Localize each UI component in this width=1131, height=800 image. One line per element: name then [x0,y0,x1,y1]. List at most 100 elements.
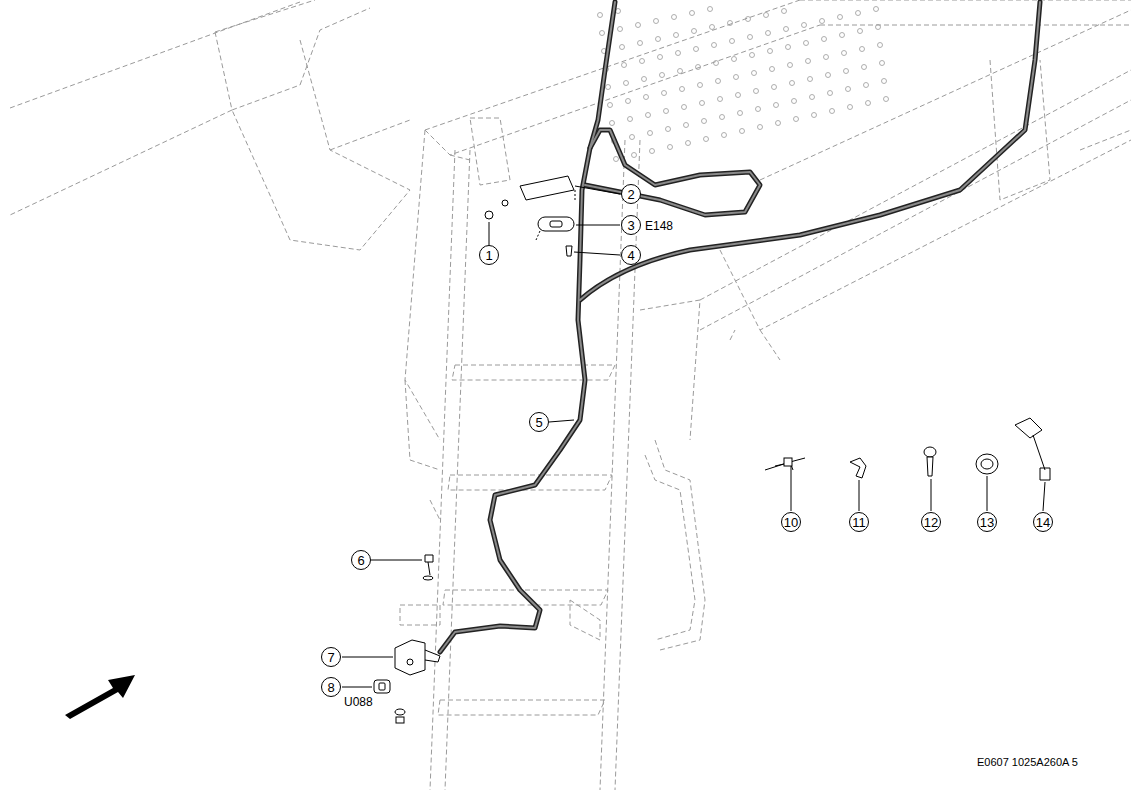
drawing-line [1043,482,1045,511]
drawing-line [425,0,1131,160]
hole [756,107,761,112]
drawing-line [987,476,988,511]
screw [425,555,433,575]
hole [856,11,861,16]
drawing-line [371,560,422,561]
hole [806,59,811,64]
hole [682,105,687,110]
hole [712,43,717,48]
drawing-line [342,687,372,688]
washer [502,200,508,206]
hole [844,69,849,74]
hole [666,127,671,132]
hole [858,29,863,34]
callout-number: 13 [977,512,997,532]
drawing-line [859,480,860,511]
callout-number: 14 [1033,512,1053,532]
bracket [395,640,440,675]
machine-outline [10,0,1131,790]
drawing-line [405,130,440,520]
hole [696,65,701,70]
hole [788,63,793,68]
hole [676,51,681,56]
hole [674,33,679,38]
hole [840,33,845,38]
hole [686,141,691,146]
callout-number: 3 [621,215,641,235]
hole [766,31,771,36]
direction-arrow [65,675,135,719]
callout-number: 8 [321,677,341,697]
hole [784,27,789,32]
hole [786,45,791,50]
hole [658,55,663,60]
hole [752,71,757,76]
hole [792,99,797,104]
hole [628,117,633,122]
hole [810,95,815,100]
drawing-line [396,717,404,723]
hole [656,37,661,42]
hole [640,59,645,64]
push-rivet [924,447,936,457]
leader-lines [342,186,1045,687]
drawing-line [400,600,600,640]
parts [374,176,574,723]
drawing-line [981,459,993,469]
hole [600,31,605,36]
hole [660,73,665,78]
drawing-number: E0607 1025A260A 5 [975,756,1080,769]
hole [812,113,817,118]
callout-number: 10 [781,512,801,532]
hole [772,85,777,90]
hole [714,61,719,66]
hole [842,51,847,56]
hole [708,7,713,12]
hole [702,119,707,124]
hole [672,15,677,20]
drawing-line [784,458,792,466]
drawing-line [438,365,615,715]
drawing-line [379,683,385,690]
hole [610,121,615,126]
hole [622,63,627,68]
hole [690,11,695,16]
perforation [598,7,889,162]
hole [664,109,669,114]
drawing-line [489,222,490,245]
drawing-line [574,252,620,255]
hole [860,47,865,52]
hole [694,47,699,52]
hole [626,99,631,104]
drawing-line [931,479,932,511]
hole [758,125,763,130]
hole [770,67,775,72]
hole [630,135,635,140]
drawing-line [342,657,393,658]
callout-number: 7 [321,647,341,667]
hole [878,43,883,48]
drawing-line [407,659,413,665]
hole [738,111,743,116]
hole [636,23,641,28]
hole [614,157,619,162]
drawing-line [927,457,933,476]
hole [802,23,807,28]
drawing-line [536,190,575,240]
drawing-line [580,2,1040,300]
hole [648,131,653,136]
hole [620,45,625,50]
drawing-line [575,186,620,194]
nut [485,211,493,219]
hole [638,41,643,46]
hole [764,13,769,18]
drawing-line [440,2,615,652]
hole [876,25,881,30]
drawing-line [640,10,1131,440]
hole [820,19,825,24]
callout-number: 4 [621,245,641,265]
hole [864,83,869,88]
drawing-line [440,2,615,652]
